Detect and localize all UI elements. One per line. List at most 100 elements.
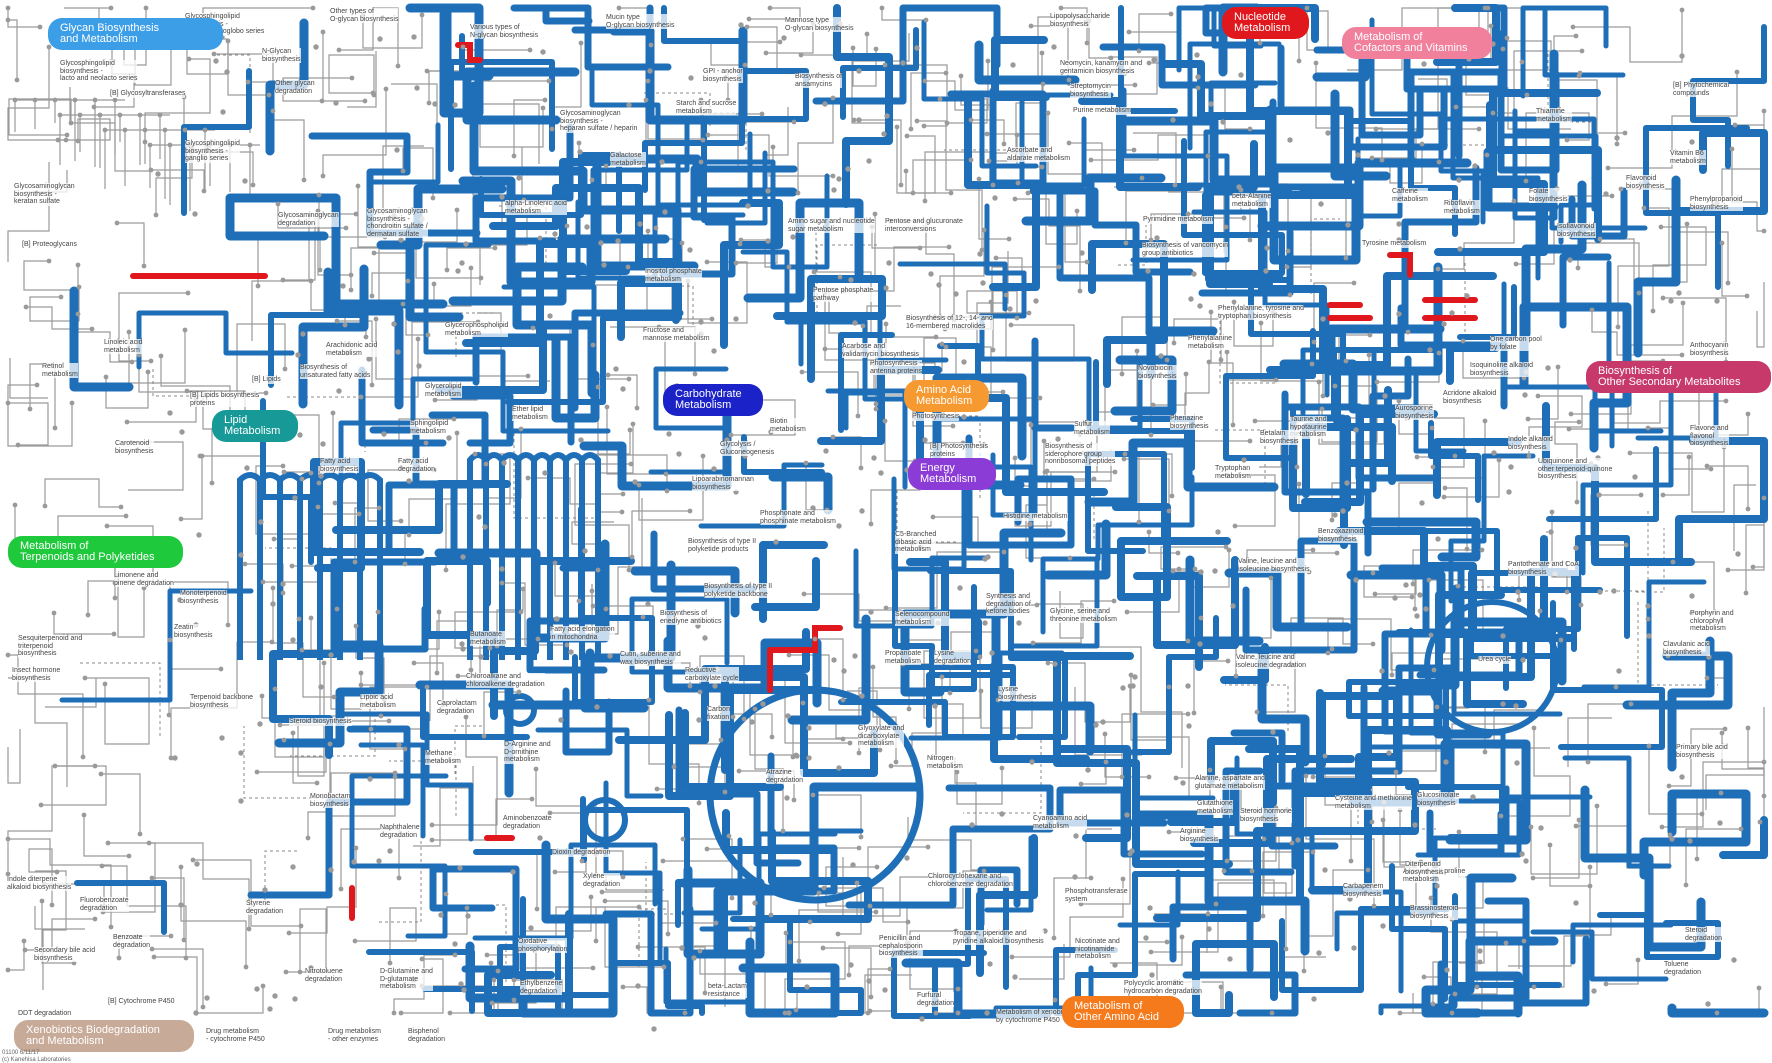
compound-node[interactable] — [37, 24, 43, 30]
compound-node[interactable] — [696, 717, 702, 723]
compound-node[interactable] — [260, 983, 266, 989]
compound-node[interactable] — [1134, 348, 1140, 354]
compound-node[interactable] — [358, 670, 364, 676]
compound-node[interactable] — [224, 69, 230, 75]
blue-pathway-line[interactable] — [1234, 755, 1404, 994]
compound-node[interactable] — [1230, 603, 1236, 609]
pathway-label[interactable]: Lipopolysaccharide biosynthesis — [1050, 13, 1110, 28]
compound-node[interactable] — [166, 712, 172, 718]
compound-node[interactable] — [1641, 205, 1647, 211]
compound-node[interactable] — [1679, 53, 1685, 59]
compound-node[interactable] — [922, 198, 928, 204]
compound-node[interactable] — [990, 182, 996, 188]
compound-node[interactable] — [1218, 357, 1224, 363]
compound-node[interactable] — [316, 192, 322, 198]
compound-node[interactable] — [984, 1010, 990, 1016]
blue-pathway-line[interactable] — [1466, 873, 1523, 1018]
compound-node[interactable] — [1051, 935, 1057, 941]
compound-node[interactable] — [529, 796, 535, 802]
compound-node[interactable] — [225, 622, 231, 628]
compound-node[interactable] — [392, 774, 398, 780]
compound-node[interactable] — [298, 923, 304, 929]
compound-node[interactable] — [1355, 152, 1361, 158]
compound-node[interactable] — [746, 16, 752, 22]
compound-node[interactable] — [1436, 159, 1442, 165]
compound-node[interactable] — [1241, 215, 1247, 221]
compound-node[interactable] — [1164, 939, 1170, 945]
compound-node[interactable] — [58, 294, 64, 300]
compound-node[interactable] — [811, 269, 817, 275]
compound-node[interactable] — [1405, 329, 1411, 335]
pathway-label[interactable]: Cysteine and methionine metabolism — [1335, 795, 1413, 810]
blue-pathway-line[interactable] — [247, 725, 411, 899]
blue-pathway-line[interactable] — [1690, 24, 1767, 169]
blue-pathway-line[interactable] — [642, 5, 745, 193]
category-label-secondary[interactable]: Biosynthesis of Other Secondary Metaboli… — [1586, 361, 1771, 393]
blue-pathway-line[interactable] — [1521, 180, 1587, 339]
compound-node[interactable] — [146, 840, 152, 846]
blue-pathway-line[interactable] — [366, 949, 475, 1014]
compound-node[interactable] — [1026, 310, 1032, 316]
compound-node[interactable] — [831, 187, 837, 193]
compound-node[interactable] — [1348, 858, 1354, 864]
compound-node[interactable] — [1589, 307, 1595, 313]
pathway-label[interactable]: GPI - anchor biosynthesis — [703, 68, 743, 83]
blue-pathway-line[interactable] — [1426, 809, 1505, 856]
compound-node[interactable] — [290, 637, 296, 643]
compound-node[interactable] — [419, 12, 425, 18]
compound-node[interactable] — [603, 606, 609, 612]
compound-node[interactable] — [1039, 164, 1045, 170]
compound-node[interactable] — [80, 754, 86, 760]
compound-node[interactable] — [244, 465, 250, 471]
compound-node[interactable] — [595, 567, 601, 573]
pathway-label[interactable]: Pantothenate and CoA biosynthesis — [1508, 561, 1579, 576]
compound-node[interactable] — [1396, 398, 1402, 404]
blue-pathway-line[interactable] — [603, 780, 663, 962]
pathway-label[interactable]: Glycosaminoglycan biosynthesis - keratan… — [14, 183, 75, 206]
compound-node[interactable] — [511, 997, 517, 1003]
compound-node[interactable] — [181, 937, 187, 943]
compound-node[interactable] — [661, 964, 667, 970]
compound-node[interactable] — [280, 590, 286, 596]
compound-node[interactable] — [744, 24, 750, 30]
compound-node[interactable] — [5, 5, 11, 11]
compound-node[interactable] — [1344, 480, 1350, 486]
compound-node[interactable] — [1708, 466, 1714, 472]
compound-node[interactable] — [687, 247, 693, 253]
compound-node[interactable] — [1224, 858, 1230, 864]
blue-pathway-line[interactable] — [338, 711, 474, 842]
pathway-label[interactable]: Naphthalene degradation — [380, 824, 420, 839]
compound-node[interactable] — [193, 1010, 199, 1016]
compound-node[interactable] — [835, 931, 841, 937]
blue-pathway-line[interactable] — [1167, 782, 1238, 826]
pathway-label[interactable]: Biosynthesis of ansamycins — [795, 73, 843, 88]
compound-node[interactable] — [387, 848, 393, 854]
compound-node[interactable] — [903, 168, 909, 174]
compound-node[interactable] — [537, 235, 543, 241]
compound-node[interactable] — [1374, 379, 1380, 385]
compound-node[interactable] — [225, 38, 231, 44]
blue-pathway-line[interactable] — [698, 462, 825, 529]
compound-node[interactable] — [1392, 595, 1398, 601]
blue-pathway-line[interactable] — [675, 706, 802, 867]
compound-node[interactable] — [478, 275, 484, 281]
pathway-label[interactable]: Limonene and pinene degradation — [114, 572, 174, 587]
compound-node[interactable] — [589, 177, 595, 183]
compound-node[interactable] — [1676, 290, 1682, 296]
pathway-label[interactable]: Purine metabolism — [1073, 107, 1131, 115]
compound-node[interactable] — [1264, 245, 1270, 251]
compound-node[interactable] — [636, 482, 642, 488]
compound-node[interactable] — [1284, 264, 1290, 270]
compound-node[interactable] — [1130, 683, 1136, 689]
compound-node[interactable] — [49, 902, 55, 908]
compound-node[interactable] — [1129, 848, 1135, 854]
compound-node[interactable] — [1452, 453, 1458, 459]
compound-node[interactable] — [620, 386, 626, 392]
compound-node[interactable] — [1285, 248, 1291, 254]
compound-node[interactable] — [338, 886, 344, 892]
pathway-label[interactable]: Primary bile acid biosynthesis — [1676, 744, 1728, 759]
compound-node[interactable] — [904, 133, 910, 139]
blue-pathway-line[interactable] — [1208, 80, 1278, 125]
compound-node[interactable] — [1012, 974, 1018, 980]
compound-node[interactable] — [955, 1010, 961, 1016]
